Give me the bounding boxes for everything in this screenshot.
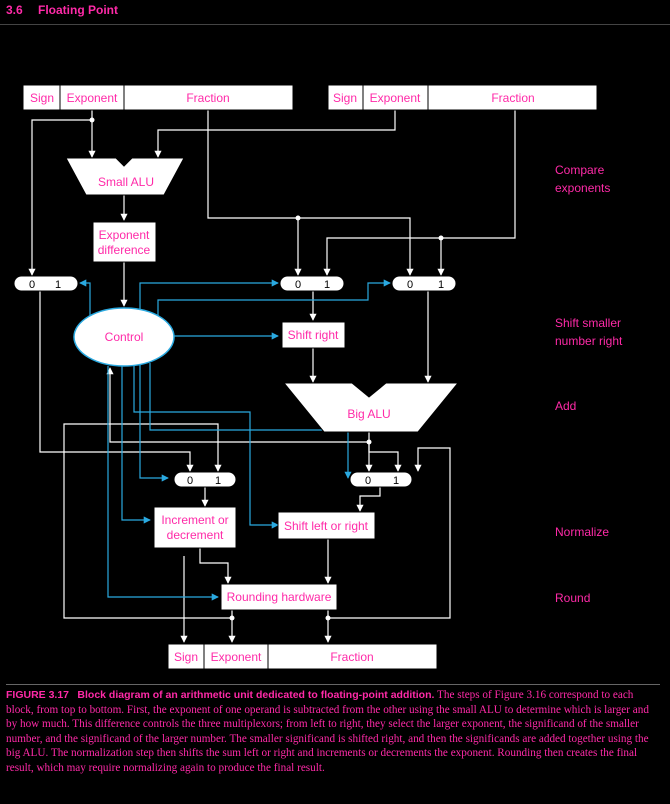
header-rule [0, 24, 670, 25]
big-alu-label: Big ALU [347, 407, 390, 421]
mux-norm-exp-in1: 1 [215, 475, 221, 487]
page-header: 3.6 Floating Point [0, 0, 670, 26]
shift-right-box: Shift right [281, 321, 346, 349]
operand-b-sign: Sign [333, 91, 357, 105]
step-compare-line1: Compare [555, 163, 605, 177]
increment-decrement-line1: Increment or [161, 513, 228, 527]
mux-larger-in1: 1 [438, 279, 444, 291]
mux-smaller-in1: 1 [324, 279, 330, 291]
caption-body: The steps of Figure 3.16 correspond to e… [6, 689, 649, 774]
mux-smaller-in0: 0 [295, 279, 301, 291]
result-register: Sign Exponent Fraction [167, 643, 438, 670]
mux-larger-in0: 0 [407, 279, 413, 291]
operand-a-register: Sign Exponent Fraction [22, 84, 294, 111]
step-normalize: Normalize [555, 525, 609, 539]
result-sign: Sign [174, 650, 198, 664]
mux-normalize-significand: 0 1 [349, 471, 413, 488]
control-label: Control [105, 330, 144, 344]
operand-a-exponent: Exponent [67, 91, 118, 105]
mux-exponent-in1: 1 [55, 279, 61, 291]
mux-larger-significand: 0 1 [391, 275, 457, 292]
operand-a-sign: Sign [30, 91, 54, 105]
exponent-difference-box: Exponent difference [92, 221, 157, 263]
result-exponent: Exponent [211, 650, 262, 664]
control-unit: Control [73, 307, 175, 367]
step-shift-line2: number right [555, 334, 623, 348]
step-shift-line1: Shift smaller [555, 316, 621, 330]
caption-title: Block diagram of an arithmetic unit dedi… [77, 689, 435, 701]
section-number: 3.6 [6, 3, 23, 17]
mux-norm-sig-in1: 1 [393, 475, 399, 487]
fp-adder-diagram: Sign Exponent Fraction Sign Exponent Fra… [13, 84, 623, 670]
small-alu-label: Small ALU [98, 175, 154, 189]
shift-left-right-label: Shift left or right [284, 519, 369, 533]
rounding-hardware-box: Rounding hardware [220, 583, 338, 611]
caption-figure-number: FIGURE 3.17 [6, 689, 70, 701]
exponent-difference-line2: difference [98, 243, 151, 257]
rounding-hardware-label: Rounding hardware [227, 590, 332, 604]
shift-left-right-box: Shift left or right [277, 511, 376, 540]
step-round: Round [555, 591, 590, 605]
operand-b-register: Sign Exponent Fraction [327, 84, 598, 111]
big-alu: Big ALU [282, 382, 460, 433]
figure-caption: FIGURE 3.17 Block diagram of an arithmet… [6, 684, 660, 796]
mux-norm-sig-in0: 0 [365, 475, 371, 487]
mux-norm-exp-in0: 0 [187, 475, 193, 487]
mux-smaller-significand: 0 1 [279, 275, 345, 292]
exponent-difference-line1: Exponent [99, 228, 150, 242]
operand-b-exponent: Exponent [370, 91, 421, 105]
caption-text: FIGURE 3.17 Block diagram of an arithmet… [6, 688, 660, 776]
step-compare-line2: exponents [555, 181, 610, 195]
mux-normalize-exponent: 0 1 [173, 471, 237, 488]
section-title: Floating Point [38, 3, 118, 17]
mux-exponent-in0: 0 [29, 279, 35, 291]
step-add: Add [555, 399, 576, 413]
small-alu: Small ALU [65, 157, 185, 196]
increment-decrement-box: Increment or decrement [153, 506, 237, 549]
operand-b-fraction: Fraction [491, 91, 534, 105]
caption-rule [6, 684, 660, 685]
result-fraction: Fraction [330, 650, 373, 664]
mux-exponent: 0 1 [13, 275, 79, 292]
operand-a-fraction: Fraction [186, 91, 229, 105]
increment-decrement-line2: decrement [167, 528, 224, 542]
shift-right-label: Shift right [288, 328, 339, 342]
